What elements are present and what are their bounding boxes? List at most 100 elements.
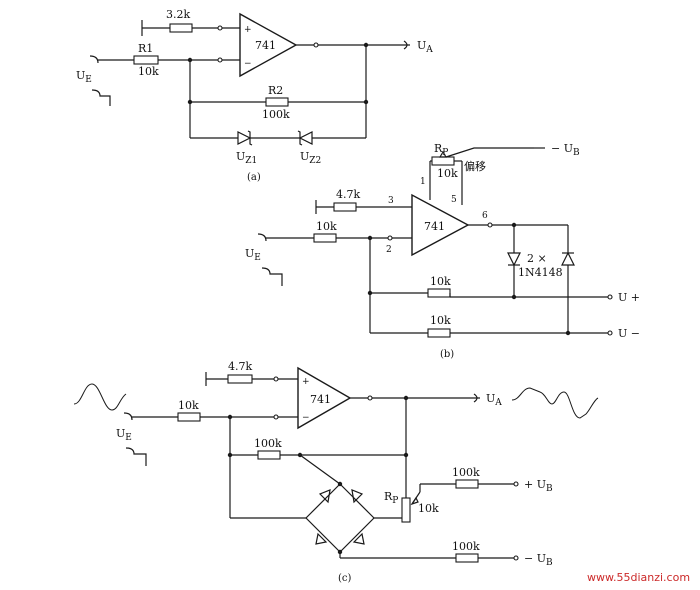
- opamp-b-label: 741: [424, 220, 445, 233]
- label-r-fb1-b: 10k: [430, 275, 451, 288]
- label-out-minus: U −: [618, 327, 640, 340]
- label-r1-name: R1: [138, 42, 153, 55]
- terminal-plus-ub: [513, 481, 519, 487]
- watermark: www.55dianzi.com: [587, 571, 690, 584]
- label-r1-value: 10k: [138, 65, 159, 78]
- bridge-left-bottom: [305, 517, 341, 553]
- bridge-left-top: [305, 483, 341, 519]
- input-jack-b: [257, 233, 267, 242]
- node: [217, 57, 223, 63]
- junction: [187, 99, 193, 105]
- caption-c: (c): [338, 573, 352, 584]
- resistor-c-bot: [455, 553, 479, 563]
- label-r-fb2-b: 10k: [430, 314, 451, 327]
- diode-1n4148-b: [561, 251, 575, 266]
- node: [387, 235, 393, 241]
- junction: [227, 452, 233, 458]
- opamp-c: [297, 366, 352, 430]
- label-r-noninv-c: 4.7k: [228, 360, 252, 373]
- resistor-c-in: [177, 412, 201, 422]
- node: [273, 376, 279, 382]
- offset-label: 偏移: [464, 159, 486, 173]
- label-r2-name: R2: [268, 84, 283, 97]
- diode-1n4148-a: [507, 252, 521, 267]
- pot-value-b: 10k: [437, 167, 458, 180]
- resistor-c-top: [455, 479, 479, 489]
- opamp-a-plus: +: [244, 25, 252, 35]
- label-r-noninv-b: 4.7k: [336, 188, 360, 201]
- caption-a: (a): [247, 172, 261, 183]
- junction: [337, 481, 343, 487]
- output-label-a: UA: [417, 39, 433, 55]
- label-uz2: UZ2: [300, 150, 321, 166]
- bridge-diode-4: [352, 532, 365, 545]
- input-label-a: UE: [76, 69, 92, 85]
- bridge-diode-2: [351, 489, 364, 504]
- resistor-b-noninv: [333, 202, 357, 212]
- potentiometer-b: [431, 156, 455, 166]
- junction: [511, 294, 517, 300]
- bridge-diode-3: [315, 532, 328, 545]
- opamp-c-minus: −: [302, 413, 310, 423]
- opamp-c-label: 741: [310, 393, 331, 406]
- resistor-b-in: [313, 233, 337, 243]
- resistor-r2: [265, 97, 289, 107]
- pin5-label: 5: [451, 195, 457, 205]
- node: [367, 395, 373, 401]
- junction: [367, 290, 373, 296]
- label-r-in-b: 10k: [316, 220, 337, 233]
- resistor-b-fb1: [427, 288, 451, 298]
- junction: [187, 57, 193, 63]
- circuit-b: RP 10k 偏移 − UB 1 5 4.7k 3 741 10k 2 UE: [245, 142, 640, 360]
- bridge-right-top: [339, 483, 375, 519]
- opamp-a-minus: −: [244, 59, 252, 69]
- label-r-noninv-a: 3.2k: [166, 8, 190, 21]
- wire: [445, 147, 534, 158]
- pot-arrow-c: [410, 496, 419, 506]
- node: [487, 222, 493, 228]
- resistor-a-noninv: [169, 23, 193, 33]
- terminal-minus-ub: [513, 555, 519, 561]
- circuit-a: 3.2k 741 + − R1 10k UE UA R2 100k: [76, 8, 433, 183]
- wire: [299, 454, 341, 485]
- caption-b: (b): [440, 349, 454, 360]
- label-r2-value: 100k: [262, 108, 290, 121]
- diode-part-label: 1N4148: [518, 266, 563, 279]
- node: [313, 42, 319, 48]
- junction: [565, 330, 571, 336]
- bridge-diode-1: [318, 489, 331, 504]
- resistor-r1: [133, 55, 159, 65]
- opamp-a-label: 741: [255, 39, 276, 52]
- supply-neg-label: − UB: [524, 552, 553, 568]
- label-uz1: UZ1: [236, 150, 257, 166]
- input-label-c: UE: [116, 427, 132, 443]
- resistor-c-noninv: [227, 374, 253, 384]
- output-terminal-a: [403, 40, 408, 50]
- potentiometer-c: [401, 497, 411, 523]
- zener-diode-2: [298, 131, 313, 145]
- pot-wiper-b: [438, 150, 448, 158]
- input-jack-a: [89, 55, 99, 64]
- label-r-top-c: 100k: [452, 466, 480, 479]
- supply-pos-label: + UB: [524, 478, 553, 494]
- label-out-plus: U +: [618, 291, 640, 304]
- output-label-c: UA: [486, 392, 502, 408]
- opamp-a: [239, 12, 298, 78]
- node: [273, 414, 279, 420]
- pot-label-c: RP: [384, 490, 398, 506]
- node: [217, 25, 223, 31]
- ground-symbol-b: [261, 267, 283, 286]
- pot-value-c: 10k: [418, 502, 439, 515]
- diode-count-label: 2 ×: [527, 252, 547, 265]
- terminal-uplus: [607, 294, 613, 300]
- output-terminal-c: [473, 393, 478, 403]
- resistor-c-fb: [257, 450, 281, 460]
- pin6-label: 6: [482, 211, 488, 221]
- pot-label-b: RP: [434, 142, 448, 158]
- pin1-label: 1: [420, 177, 426, 187]
- pin2-label: 2: [386, 245, 392, 255]
- input-label-b: UE: [245, 247, 261, 263]
- circuit-c: 4.7k 741 + − 10k UE UA 100k: [73, 360, 599, 584]
- resistor-b-fb2: [427, 328, 451, 338]
